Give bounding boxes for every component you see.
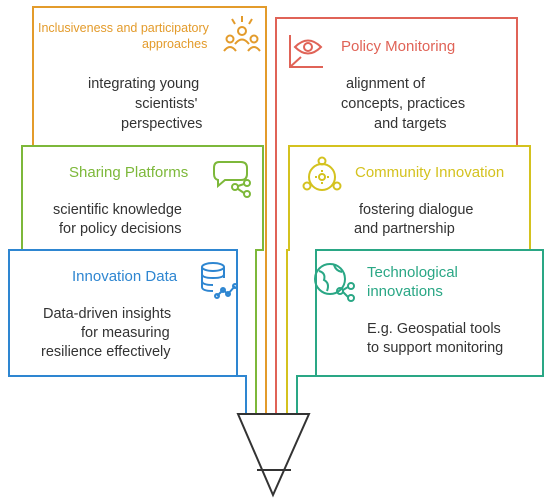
- sharing-platforms-body-line2: for policy decisions: [59, 221, 182, 237]
- technological-innovations-title-line2: innovations: [367, 283, 443, 300]
- sharing-platforms-body-line1: scientific knowledge: [53, 202, 182, 218]
- inclusiveness-title-line1: Inclusiveness and participatory: [38, 21, 209, 35]
- sharing-platforms-outline: [21, 145, 264, 414]
- technological-innovations-body-line2: to support monitoring: [367, 340, 504, 356]
- eye-chart-icon: [289, 35, 323, 68]
- inclusiveness-title-line2: approaches: [142, 37, 208, 51]
- policy-monitoring-body-line2: concepts, practices: [341, 96, 466, 112]
- innovation-data-outline: [8, 249, 247, 414]
- community-innovation-body-line2: and partnership: [354, 221, 455, 237]
- database-chart-icon: [201, 262, 238, 299]
- inclusiveness-body-line3: perspectives: [121, 116, 203, 132]
- policy-monitoring-body-line1: alignment of: [346, 76, 425, 92]
- sharing-platforms-title: Sharing Platforms: [69, 164, 189, 181]
- funnel-shape: [236, 413, 311, 498]
- community-innovation-body-line1: fostering dialogue: [359, 202, 474, 218]
- community-innovation-outline: [286, 145, 531, 414]
- innovation-data-body-line1: Data-driven insights: [43, 306, 172, 322]
- community-innovation-title: Community Innovation: [355, 164, 505, 181]
- innovation-data-body-line3: resilience effectively: [41, 344, 171, 360]
- chat-network-icon: [213, 161, 251, 198]
- technological-innovations-title-line1: Technological: [367, 264, 458, 281]
- innovation-data-title: Innovation Data: [72, 268, 178, 285]
- policy-monitoring-title: Policy Monitoring: [341, 38, 456, 55]
- inclusiveness-body-line2: scientists': [135, 96, 198, 112]
- policy-monitoring-outline: [275, 17, 518, 414]
- inclusiveness-outline: [32, 6, 267, 414]
- technological-innovations-body-line1: E.g. Geospatial tools: [367, 321, 501, 337]
- community-gear-icon: [302, 156, 342, 191]
- inclusiveness-body-line1: integrating young: [88, 76, 200, 92]
- innovation-data-body-line2: for measuring: [81, 325, 170, 341]
- technological-innovations-outline: [296, 249, 544, 414]
- policy-monitoring-body-line3: and targets: [374, 116, 447, 132]
- people-group-icon: [223, 16, 261, 52]
- globe-network-icon: [314, 263, 355, 302]
